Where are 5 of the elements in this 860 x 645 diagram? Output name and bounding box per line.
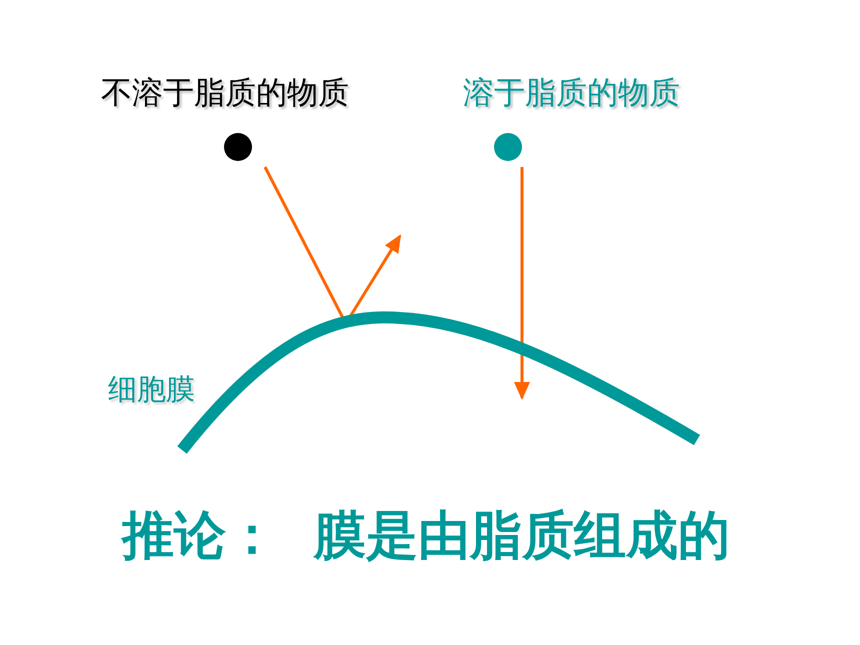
substance-label: 溶于脂质的物质	[463, 75, 680, 112]
conclusion-text: 推论： 膜是由脂质组成的	[122, 505, 730, 568]
substance-label: 不溶于脂质的物质	[101, 75, 349, 112]
membrane-label: 细胞膜	[108, 371, 195, 408]
arrow	[514, 167, 530, 400]
